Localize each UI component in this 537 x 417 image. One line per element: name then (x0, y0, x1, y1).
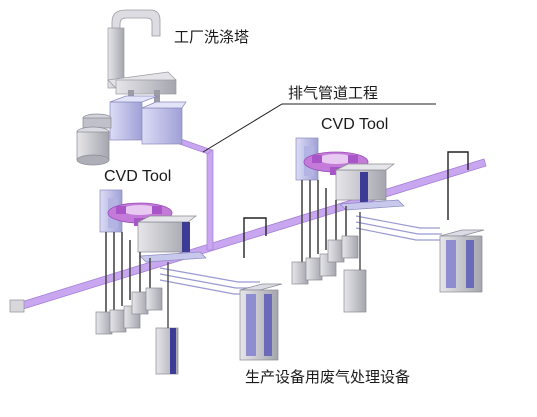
exhaust-piping-leader (202, 103, 436, 153)
abatement-unit-left (239, 283, 283, 361)
cvd-tool-right (291, 137, 444, 313)
cvd-tool-left (95, 189, 264, 375)
cvd-left-exhaust-pipe (243, 217, 267, 258)
cvd-right-exhaust-pipe (447, 151, 469, 220)
factory-scrubber (76, 9, 187, 166)
exhaust-piping-label: 排气管道工程 (288, 84, 379, 102)
abatement-equipment-label: 生产设备用废气处理设备 (245, 368, 411, 386)
abatement-unit-right (439, 229, 485, 293)
scrubber-label: 工厂洗涤塔 (174, 28, 250, 46)
cvd-tool-right-label: CVD Tool (321, 116, 389, 133)
cvd-tool-left-label: CVD Tool (104, 168, 172, 185)
